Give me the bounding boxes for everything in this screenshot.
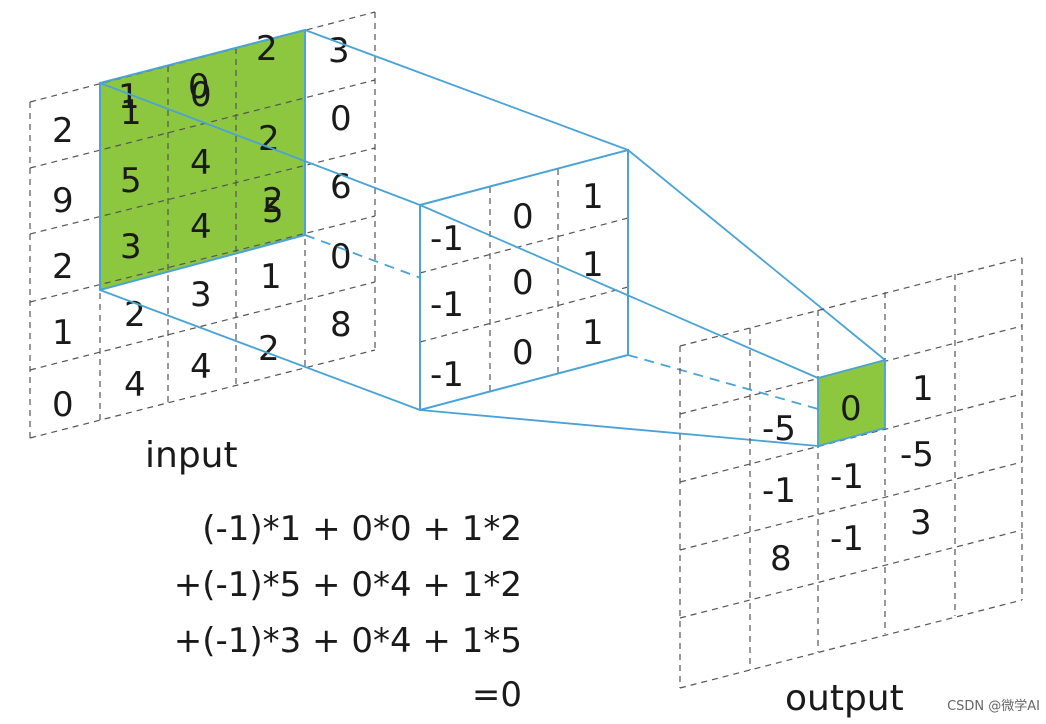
- output-cell-2-1: 8: [770, 539, 792, 579]
- input-cell-2-1: 5: [120, 161, 142, 201]
- calculation-block: (-1)*1 + 0*0 + 1*2 +(-1)*5 + 0*4 + 1*2 +…: [174, 509, 522, 715]
- kernel-cell-1-2: 1: [582, 245, 604, 285]
- input-cell-2-3: 2: [262, 181, 284, 221]
- input-cell-3-1: 3: [120, 227, 142, 267]
- output-grid-lines: [679, 257, 1023, 689]
- kernel-cell-2-2: 1: [582, 313, 604, 353]
- kernel-cell-0-0: -1: [430, 219, 464, 259]
- output-cell-1-1: -1: [762, 471, 796, 511]
- output-highlight-cell: [817, 358, 886, 448]
- input-cell-4-3: 1: [260, 257, 282, 297]
- input-cell-0-4: 3: [328, 31, 350, 71]
- output-grid: -5 0 1 -1 -1 -5 8 -1 3 output: [679, 257, 1023, 719]
- kernel-cell-0-2: 1: [582, 177, 604, 217]
- input-cell-4-0: 1: [52, 313, 74, 353]
- input-cell-2-2: 4: [190, 143, 212, 183]
- input-cell-1-2: 0: [190, 75, 212, 115]
- input-cell-3-4: 0: [330, 237, 352, 277]
- calculation-result: =0: [472, 675, 522, 715]
- input-to-kernel-projection: [99, 29, 629, 411]
- output-cell-2-3: 3: [910, 503, 932, 543]
- kernel: -1 0 1 -1 0 1 -1 0 1: [419, 148, 629, 412]
- input-cell-1-4: 0: [330, 99, 352, 139]
- output-cell-0-3: 1: [912, 369, 934, 409]
- input-highlight-patch: [100, 30, 305, 290]
- output-cell-0-1: -5: [762, 409, 796, 449]
- output-cell-1-2: -1: [830, 457, 864, 497]
- kernel-cell-2-1: 0: [512, 333, 534, 373]
- output-cell-2-2: -1: [830, 519, 864, 559]
- calculation-line-3: +(-1)*3 + 0*4 + 1*5: [174, 621, 522, 661]
- input-cell-5-0: 0: [52, 385, 74, 425]
- watermark: CSDN @微学AI: [947, 698, 1040, 714]
- output-caption: output: [785, 678, 904, 719]
- input-cell-0-1: 1: [118, 77, 140, 117]
- input-cell-1-0: 2: [52, 111, 74, 151]
- calculation-line-2: +(-1)*5 + 0*4 + 1*2: [174, 565, 522, 605]
- input-cell-5-1: 4: [124, 365, 146, 405]
- input-cell-3-2: 4: [190, 207, 212, 247]
- calculation-line-1: (-1)*1 + 0*0 + 1*2: [202, 509, 522, 549]
- input-cell-5-3: 2: [258, 329, 280, 369]
- input-cell-0-3: 2: [256, 29, 278, 69]
- input-cell-2-0: 9: [52, 181, 74, 221]
- input-grid: 1 0 2 3 2 1 0 2 0 9 5 4 2 6 2 3 4 5 0 1 …: [29, 11, 376, 476]
- input-cell-3-3: 5: [262, 191, 284, 231]
- output-cell-1-3: -5: [900, 435, 934, 475]
- kernel-cell-0-1: 0: [512, 197, 534, 237]
- input-cell-4-4: 8: [330, 305, 352, 345]
- kernel-cell-1-0: -1: [430, 285, 464, 325]
- input-cell-5-2: 4: [190, 347, 212, 387]
- input-cell-2-4: 6: [330, 167, 352, 207]
- input-caption: input: [145, 435, 238, 476]
- output-cell-0-2: 0: [840, 389, 862, 429]
- input-cell-0-2: 0: [188, 67, 210, 107]
- input-cell-1-3: 2: [258, 119, 280, 159]
- input-cell-3-0: 2: [52, 247, 74, 287]
- kernel-cell-2-0: -1: [430, 355, 464, 395]
- kernel-cell-1-1: 0: [512, 263, 534, 303]
- kernel-face: [420, 150, 628, 410]
- input-cell-1-1: 1: [120, 93, 142, 133]
- input-cell-4-2: 3: [190, 275, 212, 315]
